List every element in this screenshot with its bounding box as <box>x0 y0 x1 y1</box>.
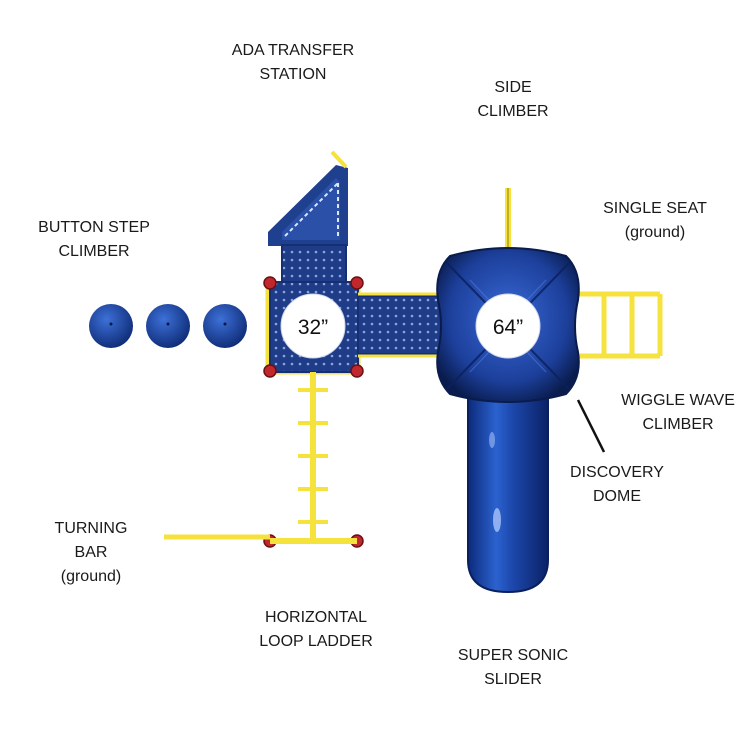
horizontal-loop-ladder-label: HORIZONTAL LOOP LADDER <box>241 606 391 654</box>
label-line: BAR <box>74 544 108 561</box>
wiggle-wave-climber-label: WIGGLE WAVE CLIMBER <box>604 389 750 437</box>
label-line: TURNING <box>54 520 128 537</box>
discovery-dome-leader-line <box>576 399 606 453</box>
button-step-climber-label: BUTTON STEP CLIMBER <box>22 216 166 264</box>
button-step-climber <box>89 304 247 348</box>
label-line: (ground) <box>624 224 686 241</box>
bridge <box>357 292 443 358</box>
small-deck-height: 32” <box>298 316 328 339</box>
turning-bar-label: TURNING BAR (ground) <box>36 517 146 589</box>
label-line: DISCOVERY <box>570 464 664 481</box>
label-line: ADA TRANSFER <box>231 42 355 59</box>
label-line: CLIMBER <box>58 243 130 260</box>
label-line: SINGLE SEAT <box>603 200 707 217</box>
label-line: HORIZONTAL <box>265 609 367 626</box>
label-line: WIGGLE WAVE <box>621 392 735 409</box>
horizontal-loop-ladder <box>270 372 357 544</box>
discovery-dome-label: DISCOVERY DOME <box>558 461 676 509</box>
side-climber-label: SIDE CLIMBER <box>448 76 578 124</box>
label-line: CLIMBER <box>477 103 549 120</box>
label-line: SIDE <box>494 79 532 96</box>
single-seat-label: SINGLE SEAT (ground) <box>588 197 722 245</box>
label-line: BUTTON STEP <box>38 219 150 236</box>
label-line: CLIMBER <box>642 416 714 433</box>
label-line: SLIDER <box>484 671 542 688</box>
super-sonic-slider <box>467 379 549 594</box>
super-sonic-slider-label: SUPER SONIC SLIDER <box>438 644 588 692</box>
label-line: (ground) <box>60 568 122 585</box>
label-line: LOOP LADDER <box>259 633 373 650</box>
ada-transfer-station <box>268 150 348 286</box>
tower-deck-height: 64” <box>493 316 523 339</box>
discovery-dome: 64” <box>436 247 580 403</box>
ada-transfer-station-label: ADA TRANSFER STATION <box>218 39 368 87</box>
label-line: STATION <box>259 66 327 83</box>
label-line: DOME <box>593 488 641 505</box>
small-deck: 32” <box>269 281 359 373</box>
single-seat-frame <box>578 291 663 359</box>
label-line: SUPER SONIC <box>457 647 569 664</box>
